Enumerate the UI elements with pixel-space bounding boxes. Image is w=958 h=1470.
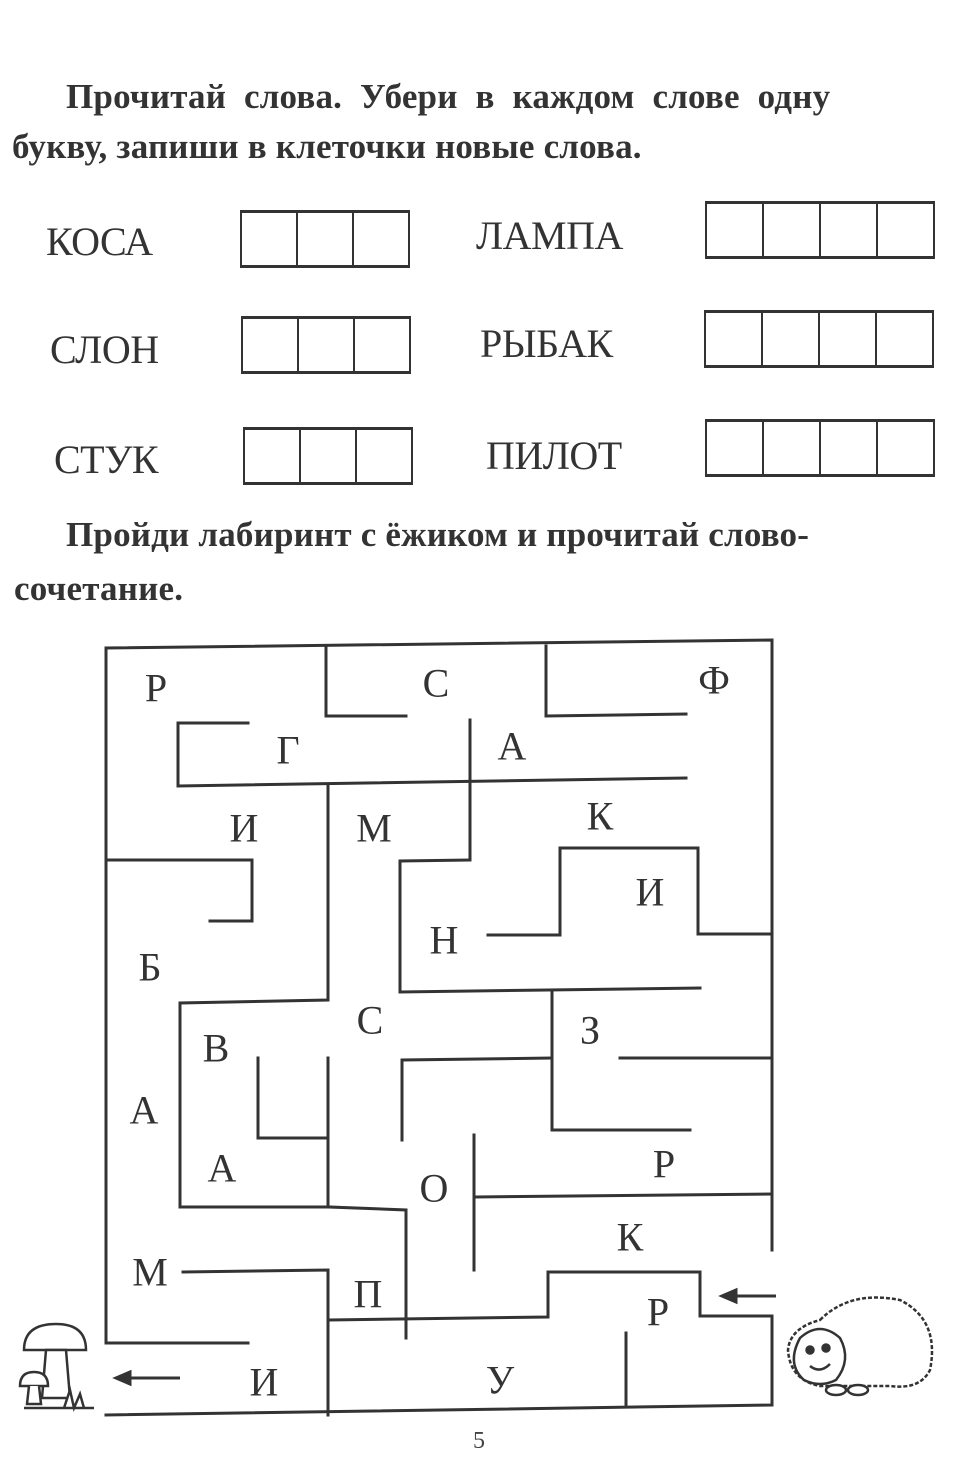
maze-letter: О (419, 1165, 449, 1211)
word-lampa: ЛАМПА (476, 213, 623, 258)
maze-letter: Б (138, 944, 162, 990)
maze-letter: У (485, 1357, 515, 1403)
answer-cell[interactable] (355, 319, 411, 371)
maze-letter: М (356, 805, 392, 851)
maze-letter: С (356, 997, 384, 1043)
maze-letter: П (353, 1271, 383, 1317)
maze-letter: Р (652, 1141, 676, 1187)
maze-letter: А (129, 1087, 159, 1133)
maze-letter: Г (276, 727, 300, 773)
answer-cell[interactable] (243, 319, 299, 371)
answer-cell[interactable] (821, 422, 878, 474)
answer-cell[interactable] (877, 313, 934, 365)
maze-letter: И (229, 805, 259, 851)
task2-instruction-line2: сочетание. (14, 569, 184, 608)
answer-boxes-pilot[interactable] (705, 419, 935, 477)
maze-letter: А (497, 723, 527, 769)
maze-letter: И (635, 869, 665, 915)
answer-cell[interactable] (764, 204, 821, 256)
answer-cell[interactable] (299, 319, 355, 371)
hedgehog-icon (786, 1296, 934, 1397)
maze-letter: А (207, 1145, 237, 1191)
word-rybak: РЫБАК (480, 321, 613, 366)
answer-cell[interactable] (821, 204, 878, 256)
maze-letter: М (132, 1249, 168, 1295)
maze-letter: К (586, 793, 614, 839)
answer-cell[interactable] (298, 213, 354, 265)
task2-instruction-line1: Пройди лабиринт с ёжиком и прочитай слов… (66, 515, 810, 554)
maze-letter: К (616, 1214, 644, 1260)
word-kosa: КОСА (46, 219, 153, 264)
answer-cell[interactable] (707, 422, 764, 474)
answer-cell[interactable] (878, 204, 935, 256)
answer-cell[interactable] (707, 204, 764, 256)
maze-letter: Р (646, 1289, 670, 1335)
answer-boxes-stuk[interactable] (243, 427, 413, 485)
answer-cell[interactable] (242, 213, 298, 265)
word-slon: СЛОН (50, 327, 159, 372)
word-pilot: ПИЛОТ (486, 433, 622, 478)
maze-letter: З (579, 1007, 601, 1053)
answer-boxes-lampa[interactable] (705, 201, 935, 259)
task1-instruction-line2: букву, запиши в клеточки новые слова. (12, 127, 642, 166)
answer-boxes-slon[interactable] (241, 316, 411, 374)
answer-cell[interactable] (764, 422, 821, 474)
maze-letter: Р (144, 665, 168, 711)
maze-letter: Н (429, 917, 459, 963)
answer-cell[interactable] (763, 313, 820, 365)
answer-cell[interactable] (301, 430, 357, 482)
answer-cell[interactable] (820, 313, 877, 365)
page-number: 5 (473, 1428, 485, 1454)
maze-letter: Ф (698, 657, 730, 703)
answer-cell[interactable] (706, 313, 763, 365)
mushroom-icon (18, 1322, 94, 1413)
maze-letter: С (422, 660, 450, 706)
answer-cell[interactable] (878, 422, 935, 474)
task1-instruction-line1: Прочитай слова. Убери в каждом слове одн… (66, 77, 831, 116)
answer-boxes-rybak[interactable] (704, 310, 934, 368)
answer-cell[interactable] (357, 430, 413, 482)
word-stuk: СТУК (54, 437, 159, 482)
answer-boxes-kosa[interactable] (240, 210, 410, 268)
maze-letter: И (249, 1359, 279, 1405)
answer-cell[interactable] (354, 213, 410, 265)
answer-cell[interactable] (245, 430, 301, 482)
maze-letter: В (202, 1025, 230, 1071)
